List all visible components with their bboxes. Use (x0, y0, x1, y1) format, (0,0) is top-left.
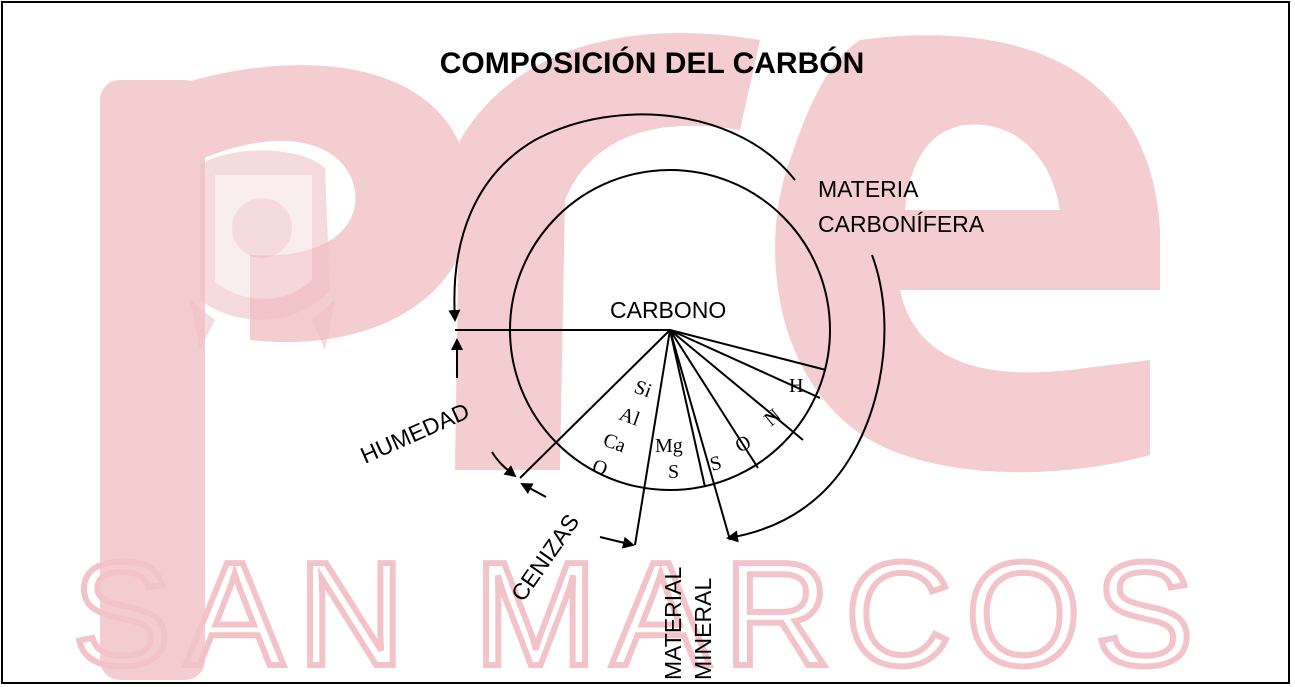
element-o: O (732, 431, 756, 457)
divider-o-n (669, 329, 759, 469)
material-mineral-label-line1: MATERIAL (660, 566, 686, 680)
diagram-title: COMPOSICIÓN DEL CARBÓN (440, 46, 864, 80)
element-symbols: Si Al Ca O Mg S S O N H (589, 375, 803, 483)
cenizas-boundary-line (519, 329, 671, 479)
element-h: H (789, 375, 803, 397)
divider-h-end (669, 329, 821, 399)
pre-logo-watermark (100, 33, 1160, 680)
humedad-label: HUMEDAD (356, 398, 473, 469)
carbonifera-arrow-upper (448, 113, 796, 322)
humedad-arrow-down (491, 451, 517, 478)
element-o-cenizas: O (589, 455, 610, 481)
sector-dividers (455, 329, 827, 546)
carbono-label: CARBONO (610, 297, 726, 323)
material-right-line (669, 329, 731, 541)
element-al: Al (616, 403, 643, 431)
element-mg: Mg (655, 435, 683, 457)
carbonifera-arrow-lower (726, 254, 886, 543)
san-marcos-watermark: SAN MARCOS (72, 532, 1207, 687)
materia-label-line2: CARBONÍFERA (818, 211, 985, 237)
divider-n-h (669, 329, 804, 441)
materia-label-line1: MATERIA (818, 176, 919, 202)
divider-carbono-end (669, 329, 827, 371)
cenizas-label: CENIZAS (506, 509, 584, 606)
material-mineral-label-line2: MINERAL (690, 578, 716, 680)
element-ca: Ca (600, 429, 629, 457)
cenizas-arrow-up (520, 483, 547, 498)
element-s-mineral: S (668, 461, 679, 483)
cenizas-arrow-down (599, 536, 635, 549)
divider-s-o (669, 329, 706, 488)
element-s: S (708, 452, 724, 476)
element-si: Si (631, 376, 655, 403)
material-left-line (634, 329, 671, 546)
coat-of-arms-watermark (190, 150, 335, 350)
